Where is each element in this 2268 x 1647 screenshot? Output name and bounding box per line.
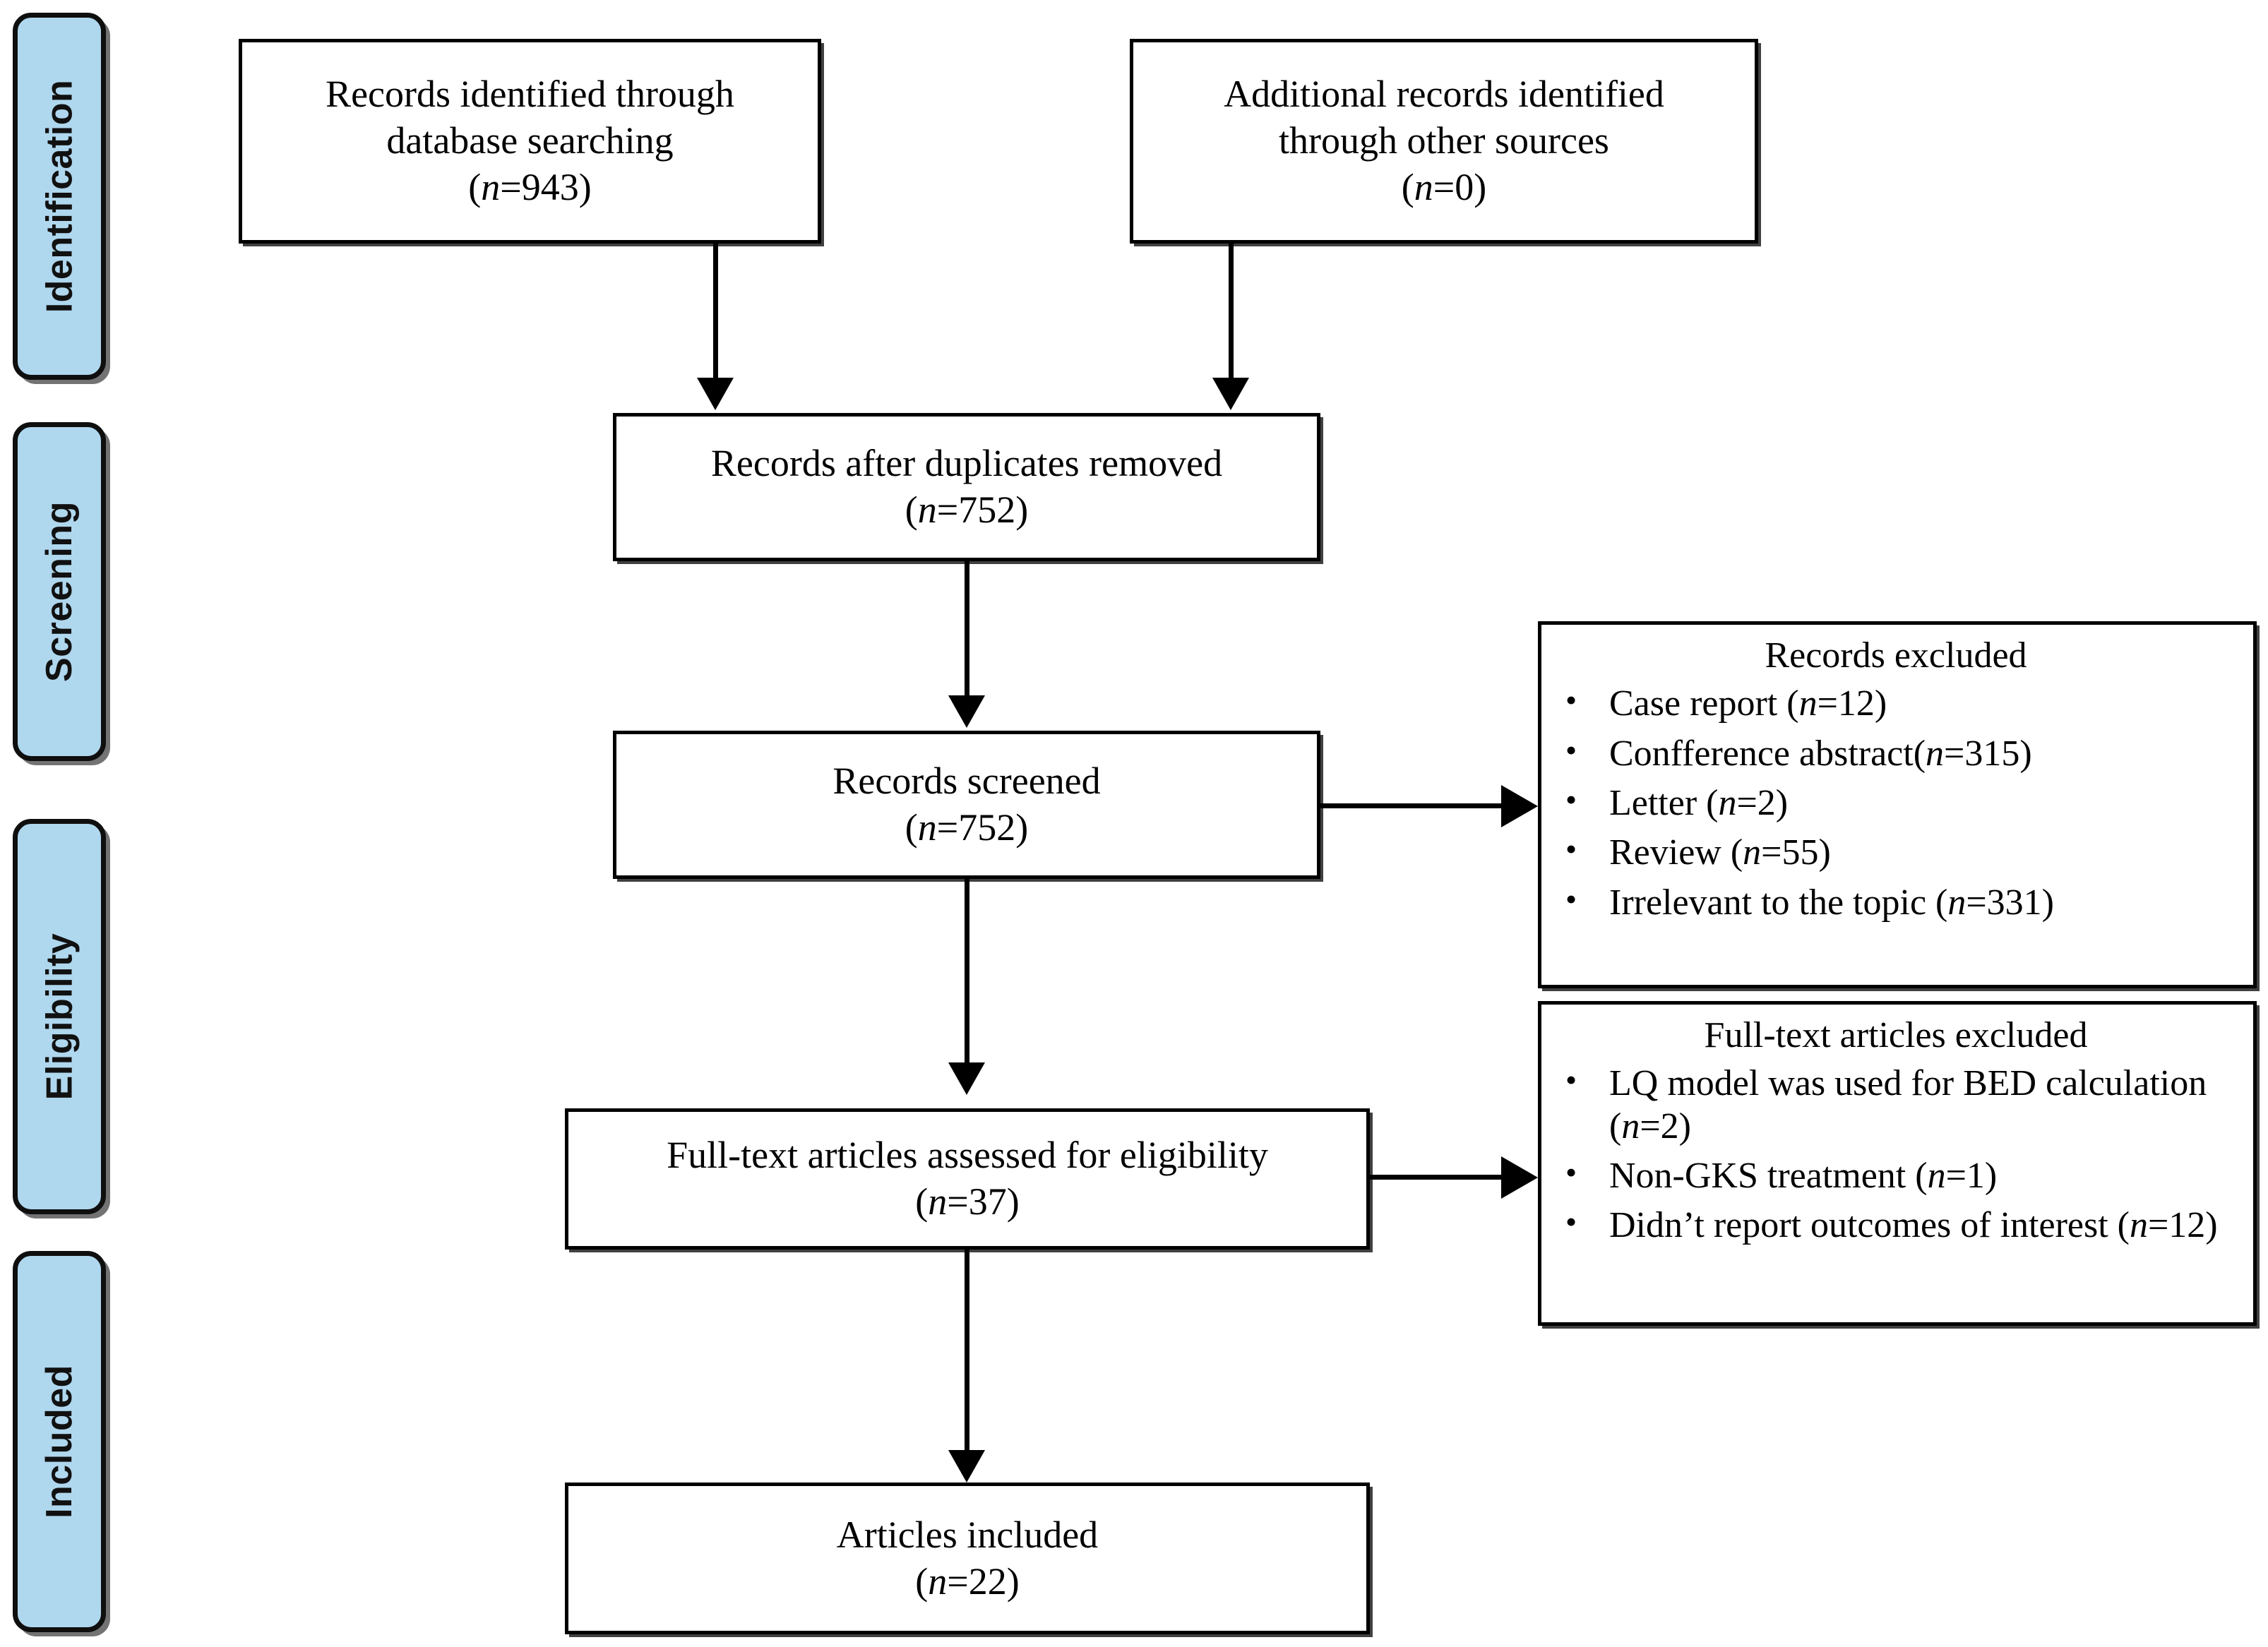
list-item: Confference abstract(n=315) bbox=[1554, 731, 2238, 775]
arrow-duplicates-to-screened-stem bbox=[965, 561, 969, 700]
fulltext-excluded-list: LQ model was used for BED calculation (n… bbox=[1554, 1061, 2238, 1254]
box-records-screened-count: (n=752) bbox=[905, 806, 1029, 849]
box-additional-records-other-sources: Additional records identified through ot… bbox=[1130, 39, 1758, 244]
arrow-fulltext-to-fulltext-excluded-head bbox=[1501, 1156, 1538, 1199]
stage-pill-screening-label: Screening bbox=[39, 501, 80, 682]
box-records-identified-database: Records identified through database sear… bbox=[239, 39, 821, 244]
arrow-other-sources-to-duplicates-head bbox=[1212, 378, 1249, 410]
box-articles-included-line1: Articles included bbox=[836, 1513, 1099, 1556]
box-records-after-duplicates-removed: Records after duplicates removed (n=752) bbox=[613, 413, 1320, 561]
box-additional-records-other-sources-count: (n=0) bbox=[1401, 165, 1487, 208]
list-item: Non-GKS treatment (n=1) bbox=[1554, 1154, 2238, 1197]
box-records-excluded: Records excluded Case report (n=12) Conf… bbox=[1538, 621, 2257, 988]
list-item: Case report (n=12) bbox=[1554, 681, 2238, 725]
box-records-screened: Records screened (n=752) bbox=[613, 731, 1320, 879]
box-records-identified-database-line1: Records identified through bbox=[326, 73, 734, 116]
box-fulltext-articles-excluded-title: Full-text articles excluded bbox=[1704, 1015, 2088, 1055]
stage-pill-included: Included bbox=[13, 1251, 106, 1632]
list-item: Didn’t report outcomes of interest (n=12… bbox=[1554, 1203, 2238, 1247]
arrow-fulltext-to-fulltext-excluded-stem bbox=[1370, 1175, 1504, 1180]
box-records-after-duplicates-removed-line1: Records after duplicates removed bbox=[710, 442, 1223, 485]
list-item: Letter (n=2) bbox=[1554, 781, 2238, 825]
box-records-screened-line1: Records screened bbox=[832, 760, 1101, 803]
arrow-fulltext-to-included-stem bbox=[965, 1250, 969, 1454]
arrow-duplicates-to-screened-head bbox=[948, 695, 985, 728]
box-records-identified-database-line2: database searching bbox=[386, 119, 674, 162]
box-fulltext-assessed-line1: Full-text articles assessed for eligibil… bbox=[667, 1134, 1268, 1177]
stage-pill-included-label: Included bbox=[39, 1365, 80, 1519]
list-item: LQ model was used for BED calculation (n… bbox=[1554, 1061, 2238, 1148]
arrow-fulltext-to-included-head bbox=[948, 1450, 985, 1483]
box-fulltext-assessed-count: (n=37) bbox=[915, 1180, 1020, 1223]
stage-pill-screening: Screening bbox=[13, 422, 106, 761]
arrow-other-sources-to-duplicates-stem bbox=[1229, 244, 1234, 382]
arrow-identified-database-to-duplicates-head bbox=[697, 378, 734, 410]
box-fulltext-articles-excluded: Full-text articles excluded LQ model was… bbox=[1538, 1001, 2257, 1326]
list-item: Irrelevant to the topic (n=331) bbox=[1554, 880, 2238, 924]
stage-pill-identification-label: Identification bbox=[39, 79, 80, 313]
arrow-identified-database-to-duplicates-stem bbox=[713, 244, 718, 382]
box-records-after-duplicates-removed-count: (n=752) bbox=[905, 489, 1029, 531]
box-articles-included: Articles included (n=22) bbox=[565, 1483, 1370, 1634]
box-articles-included-count: (n=22) bbox=[915, 1559, 1020, 1603]
box-additional-records-other-sources-line1: Additional records identified bbox=[1224, 73, 1664, 116]
stage-pill-eligibility: Eligibility bbox=[13, 819, 106, 1214]
list-item: Review (n=55) bbox=[1554, 830, 2238, 874]
records-excluded-list: Case report (n=12) Confference abstract(… bbox=[1554, 681, 2238, 931]
arrow-screened-to-records-excluded-stem bbox=[1320, 803, 1504, 808]
arrow-screened-to-fulltext-stem bbox=[965, 879, 969, 1067]
box-additional-records-other-sources-line2: through other sources bbox=[1279, 119, 1609, 162]
box-records-excluded-title: Records excluded bbox=[1765, 635, 2027, 676]
box-records-identified-database-count: (n=943) bbox=[468, 165, 592, 208]
stage-pill-identification: Identification bbox=[13, 13, 106, 380]
arrow-screened-to-records-excluded-head bbox=[1501, 785, 1538, 827]
box-fulltext-assessed-for-eligibility: Full-text articles assessed for eligibil… bbox=[565, 1108, 1370, 1250]
arrow-screened-to-fulltext-head bbox=[948, 1062, 985, 1095]
stage-pill-eligibility-label: Eligibility bbox=[39, 933, 80, 1101]
